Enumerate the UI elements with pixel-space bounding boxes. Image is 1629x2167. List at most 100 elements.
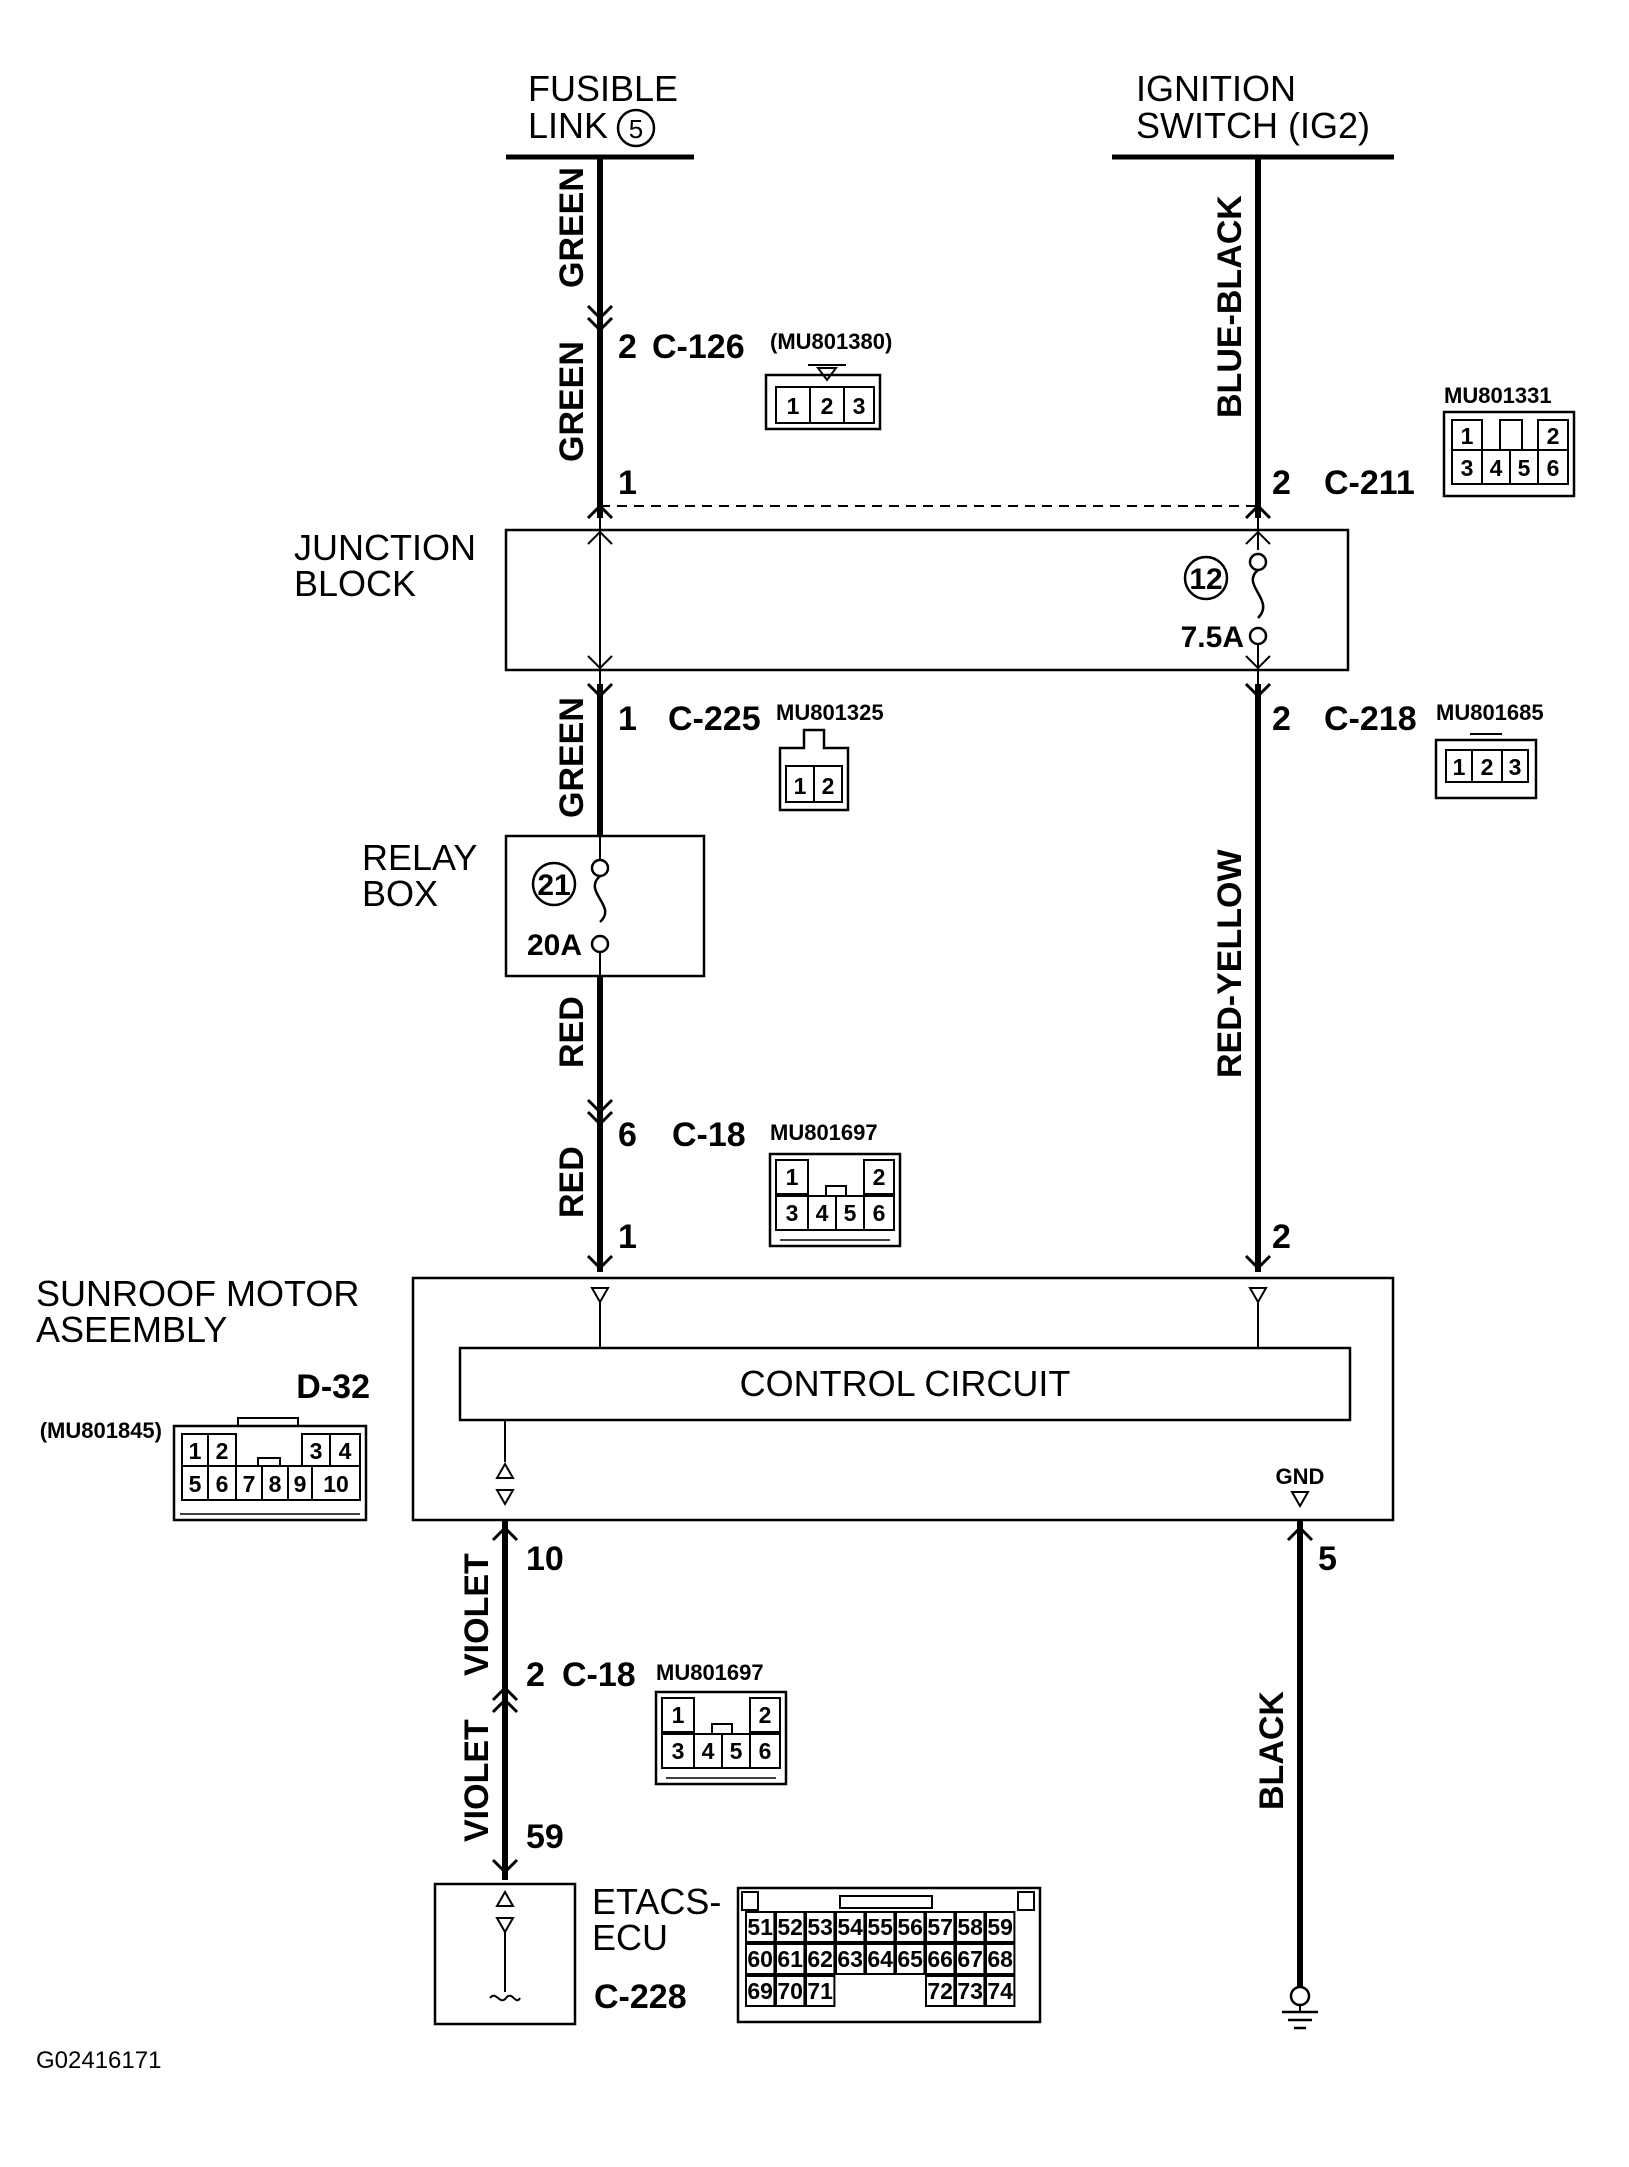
c218-part: MU801685 [1436, 700, 1544, 725]
svg-text:10: 10 [323, 1471, 349, 1497]
c225-id: C-225 [668, 700, 761, 738]
left-wire-green-lower: GREEN [553, 682, 614, 836]
svg-text:3: 3 [853, 393, 866, 419]
c18b-pin: 2 [526, 1656, 545, 1694]
connector-c18-lower: MU801697 1 2 3 4 5 6 [654, 1660, 788, 1786]
jb-left-top-pin: 1 [618, 464, 637, 502]
jb-fuse-number-circle [1183, 555, 1229, 601]
fusible-link-source: FUSIBLE LINK 5 [506, 68, 694, 160]
svg-text:3: 3 [672, 1738, 685, 1764]
gnd-arrow-icon [1290, 1491, 1310, 1509]
c126-pin: 2 [618, 328, 637, 366]
svg-text:2: 2 [1547, 423, 1560, 449]
svg-text:1: 1 [787, 393, 800, 419]
motor-black-pin: 5 [1318, 1540, 1337, 1578]
c228-pin-cell: 59 [987, 1914, 1013, 1940]
connector-c126: 2 C-126 (MU801380) 1 2 3 [618, 328, 892, 431]
c211-part: MU801331 [1444, 383, 1552, 408]
relay-box-fuse-rating: 20A [527, 929, 582, 962]
c228-pin-cell: 73 [957, 1978, 983, 2004]
junction-block: JUNCTION BLOCK 12 7.5A [294, 518, 1350, 684]
relay-box-fuse-icon [593, 875, 607, 923]
svg-text:6: 6 [759, 1738, 772, 1764]
bidirectional-down-icon [495, 1489, 515, 1507]
ignition-switch-source: IGNITION SWITCH (IG2) [1112, 68, 1394, 160]
c228-pin-cell: 66 [927, 1946, 953, 1972]
ignition-switch-label-2: SWITCH (IG2) [1136, 105, 1370, 146]
svg-text:1: 1 [672, 1702, 685, 1728]
jb-fuse-number: 12 [1189, 563, 1222, 596]
motor-left-pin: 1 [618, 1218, 637, 1256]
jb-fuse-terminal-top [1248, 552, 1268, 572]
c126-key-icon [816, 367, 838, 382]
svg-text:9: 9 [294, 1471, 307, 1497]
c228-pin-cell: 63 [837, 1946, 863, 1972]
ground-terminal [1289, 1985, 1311, 2007]
right-wire-blue-black: BLUE-BLACK [1211, 157, 1272, 520]
etacs-connector-id: C-228 [594, 1978, 687, 2016]
connector-c218: MU801685 1 2 3 [1434, 700, 1544, 800]
jb-fuse-icon [1251, 569, 1265, 619]
c228-pin-cell: 61 [777, 1946, 803, 1972]
connector-c18-upper: MU801697 1 2 3 4 5 6 [768, 1120, 902, 1248]
jb-fuse-rating: 7.5A [1181, 621, 1244, 654]
motor-violet-pin: 10 [526, 1540, 564, 1578]
svg-text:5: 5 [844, 1200, 857, 1226]
jb-right-top-pin: 2 [1272, 464, 1291, 502]
wire-label-green-3: GREEN [553, 697, 591, 818]
etacs-down-icon [495, 1917, 515, 1935]
c18a-pin: 6 [618, 1116, 637, 1154]
svg-text:2: 2 [873, 1164, 886, 1190]
etacs-ecu: ETACS- ECU C-228 [433, 1881, 721, 2026]
c228-pin-cell: 67 [957, 1946, 983, 1972]
jb-fuse-terminal-bottom [1248, 626, 1268, 646]
etacs-up-icon [495, 1889, 515, 1907]
wire-label-red-yellow: RED-YELLOW [1211, 849, 1249, 1078]
right-wire-red-yellow: RED-YELLOW [1211, 682, 1272, 1272]
signal-icon [489, 1994, 521, 2002]
svg-text:5: 5 [730, 1738, 743, 1764]
motor-right-pin: 2 [1272, 1218, 1291, 1256]
bidirectional-up-icon [495, 1461, 515, 1479]
c228-pin-cell: 52 [777, 1914, 803, 1940]
svg-text:6: 6 [1547, 455, 1560, 481]
svg-text:7: 7 [243, 1471, 256, 1497]
wire-label-green-1: GREEN [553, 167, 591, 288]
c228-pin-cell: 74 [987, 1978, 1013, 2004]
c218-pin: 2 [1272, 700, 1291, 738]
svg-text:1: 1 [1453, 754, 1466, 780]
c228-pin-cell: 55 [867, 1914, 893, 1940]
left-wire-red: RED RED [553, 976, 614, 1272]
relay-box-box [504, 834, 706, 978]
svg-text:5: 5 [189, 1471, 202, 1497]
wire-label-black: BLACK [1253, 1691, 1291, 1810]
svg-text:1: 1 [794, 773, 807, 799]
svg-text:3: 3 [310, 1438, 323, 1464]
relay-box-fuse-number: 21 [537, 869, 570, 902]
svg-text:1: 1 [1461, 423, 1474, 449]
connector-d32: D-32 (MU801845) 1 2 3 4 5 6 7 8 9 10 [40, 1368, 370, 1522]
c228-pin-cell: 60 [747, 1946, 773, 1972]
wire-label-red-2: RED [553, 1146, 591, 1218]
svg-text:2: 2 [822, 773, 835, 799]
connector-c225: MU801325 1 2 [776, 700, 884, 812]
left-wire-green-upper: GREEN GREEN [553, 157, 614, 520]
connector-c211: C-211 MU801331 1 2 3 4 5 6 [1324, 383, 1576, 502]
c228-pin-cell: 64 [867, 1946, 893, 1972]
ecu-violet-pin: 59 [526, 1818, 564, 1856]
junction-block-label-2: BLOCK [294, 563, 416, 604]
c228-pin-cell: 70 [777, 1978, 803, 2004]
c228-pin-cell: 58 [957, 1914, 983, 1940]
svg-text:3: 3 [1509, 754, 1522, 780]
svg-text:1: 1 [189, 1438, 202, 1464]
wire-label-violet-1: VIOLET [458, 1553, 496, 1676]
c126-chevron-icon [586, 304, 614, 321]
c211-id: C-211 [1324, 464, 1415, 502]
c225-pin: 1 [618, 700, 637, 738]
c18b-id: C-18 [562, 1656, 636, 1694]
control-circuit-box [458, 1346, 1352, 1422]
c126-part: (MU801380) [770, 329, 892, 354]
input-arrow-right-icon [1248, 1287, 1268, 1305]
